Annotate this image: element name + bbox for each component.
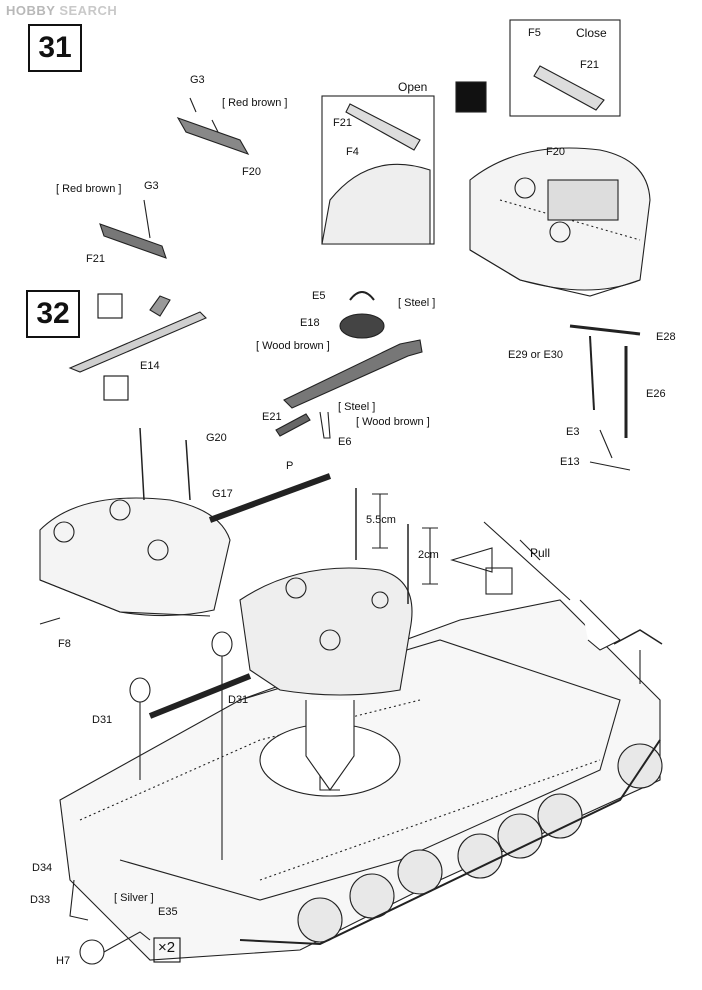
label-e35: E35 <box>158 906 178 918</box>
callout-open: Open <box>398 80 428 94</box>
label-f4: F4 <box>346 146 359 158</box>
label-e26: E26 <box>646 388 666 400</box>
label-e18: E18 <box>300 317 320 329</box>
label-d33: D33 <box>30 894 51 906</box>
label-f20-left: F20 <box>242 166 261 178</box>
label-e5: E5 <box>312 290 326 302</box>
label-g17: G17 <box>212 488 233 500</box>
label-d31-left: D31 <box>92 714 113 726</box>
label-f21-close: F21 <box>580 59 599 71</box>
color-wood-brown-mid: [ Wood brown ] <box>356 416 430 428</box>
color-wood-brown-top: [ Wood brown ] <box>256 340 330 352</box>
label-f8: F8 <box>58 638 71 650</box>
label-e3: E3 <box>566 426 580 438</box>
callout-close: Close <box>576 26 607 40</box>
label-e21: E21 <box>262 411 282 423</box>
step-31-badge: 31 <box>28 24 82 72</box>
label-e14: E14 <box>140 360 160 372</box>
plate-f20 <box>176 116 250 156</box>
label-e6: E6 <box>338 436 352 448</box>
callout-times-two: ×2 <box>158 939 176 956</box>
color-red-brown-top: [ Red brown ] <box>222 97 288 109</box>
watermark-word: SEARCH <box>59 3 118 18</box>
label-g3-left: G3 <box>144 180 159 192</box>
label-e13: E13 <box>560 456 580 468</box>
label-g3-top: G3 <box>190 74 205 86</box>
label-d31-right: D31 <box>228 694 249 706</box>
plate-f21 <box>99 223 167 259</box>
callout-pull: Pull <box>530 546 551 560</box>
label-d34: D34 <box>32 862 53 874</box>
watermark-logo: HOBBY SEARCH <box>6 3 117 18</box>
label-f21-open: F21 <box>333 117 352 129</box>
label-g20: G20 <box>206 432 227 444</box>
color-steel-top: [ Steel ] <box>398 297 436 309</box>
label-f20-turret: F20 <box>546 146 565 158</box>
label-f21-left: F21 <box>86 253 105 265</box>
color-silver: [ Silver ] <box>114 892 154 904</box>
label-e28: E28 <box>656 331 676 343</box>
step-31-number: 31 <box>38 31 72 64</box>
watermark-brand: HOBBY <box>6 3 56 18</box>
color-red-brown-left: [ Red brown ] <box>56 183 122 195</box>
label-p: P <box>286 460 294 472</box>
color-steel-mid: [ Steel ] <box>338 401 376 413</box>
dimension-5-5cm: 5.5cm <box>366 514 396 526</box>
step-32-badge: 32 <box>26 290 80 338</box>
label-f5: F5 <box>528 27 541 39</box>
step-32-number: 32 <box>36 297 70 330</box>
label-e29-e30: E29 or E30 <box>508 349 564 361</box>
dimension-2cm: 2cm <box>418 549 439 561</box>
label-h7: H7 <box>56 955 71 967</box>
